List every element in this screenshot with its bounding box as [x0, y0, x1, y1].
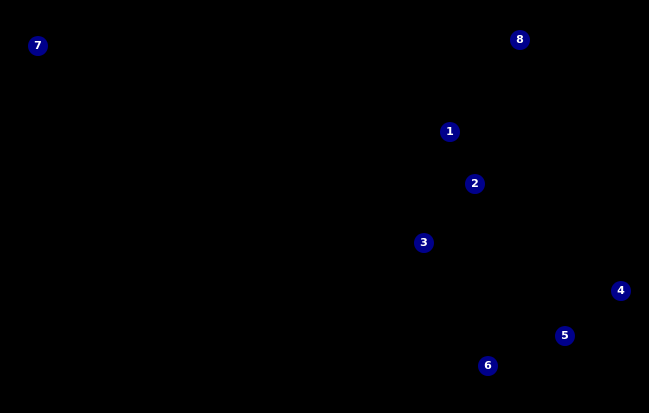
som-marker-7[interactable]: 7	[28, 36, 48, 56]
som-marker-2[interactable]: 2	[465, 174, 485, 194]
som-marker-4[interactable]: 4	[611, 281, 631, 301]
som-marker-5[interactable]: 5	[555, 326, 575, 346]
som-marker-6[interactable]: 6	[478, 356, 498, 376]
som-marker-3[interactable]: 3	[414, 233, 434, 253]
som-marker-8[interactable]: 8	[510, 30, 530, 50]
som-marker-1[interactable]: 1	[440, 122, 460, 142]
